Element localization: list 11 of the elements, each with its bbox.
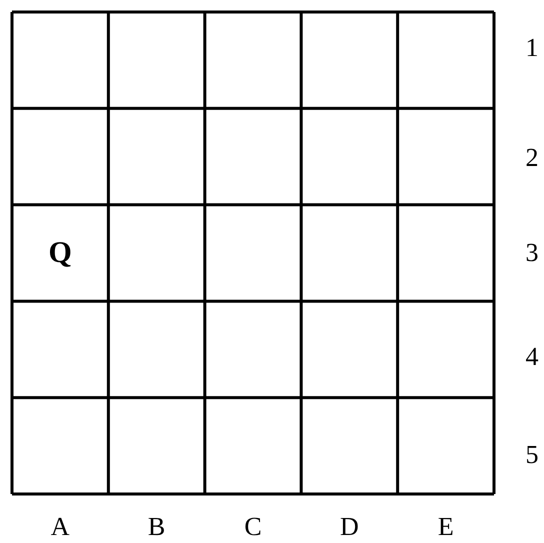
row-number: 3	[526, 240, 538, 266]
column-letter: E	[438, 514, 454, 540]
column-letter: A	[50, 514, 70, 540]
row-number: 5	[526, 442, 538, 468]
row-number: 2	[526, 145, 538, 171]
column-letter: B	[148, 514, 166, 540]
row-number: 4	[526, 344, 538, 370]
column-letter: D	[340, 514, 359, 540]
row-number: 1	[526, 35, 538, 61]
cell-letter: Q	[48, 238, 72, 268]
column-letter: C	[244, 514, 262, 540]
